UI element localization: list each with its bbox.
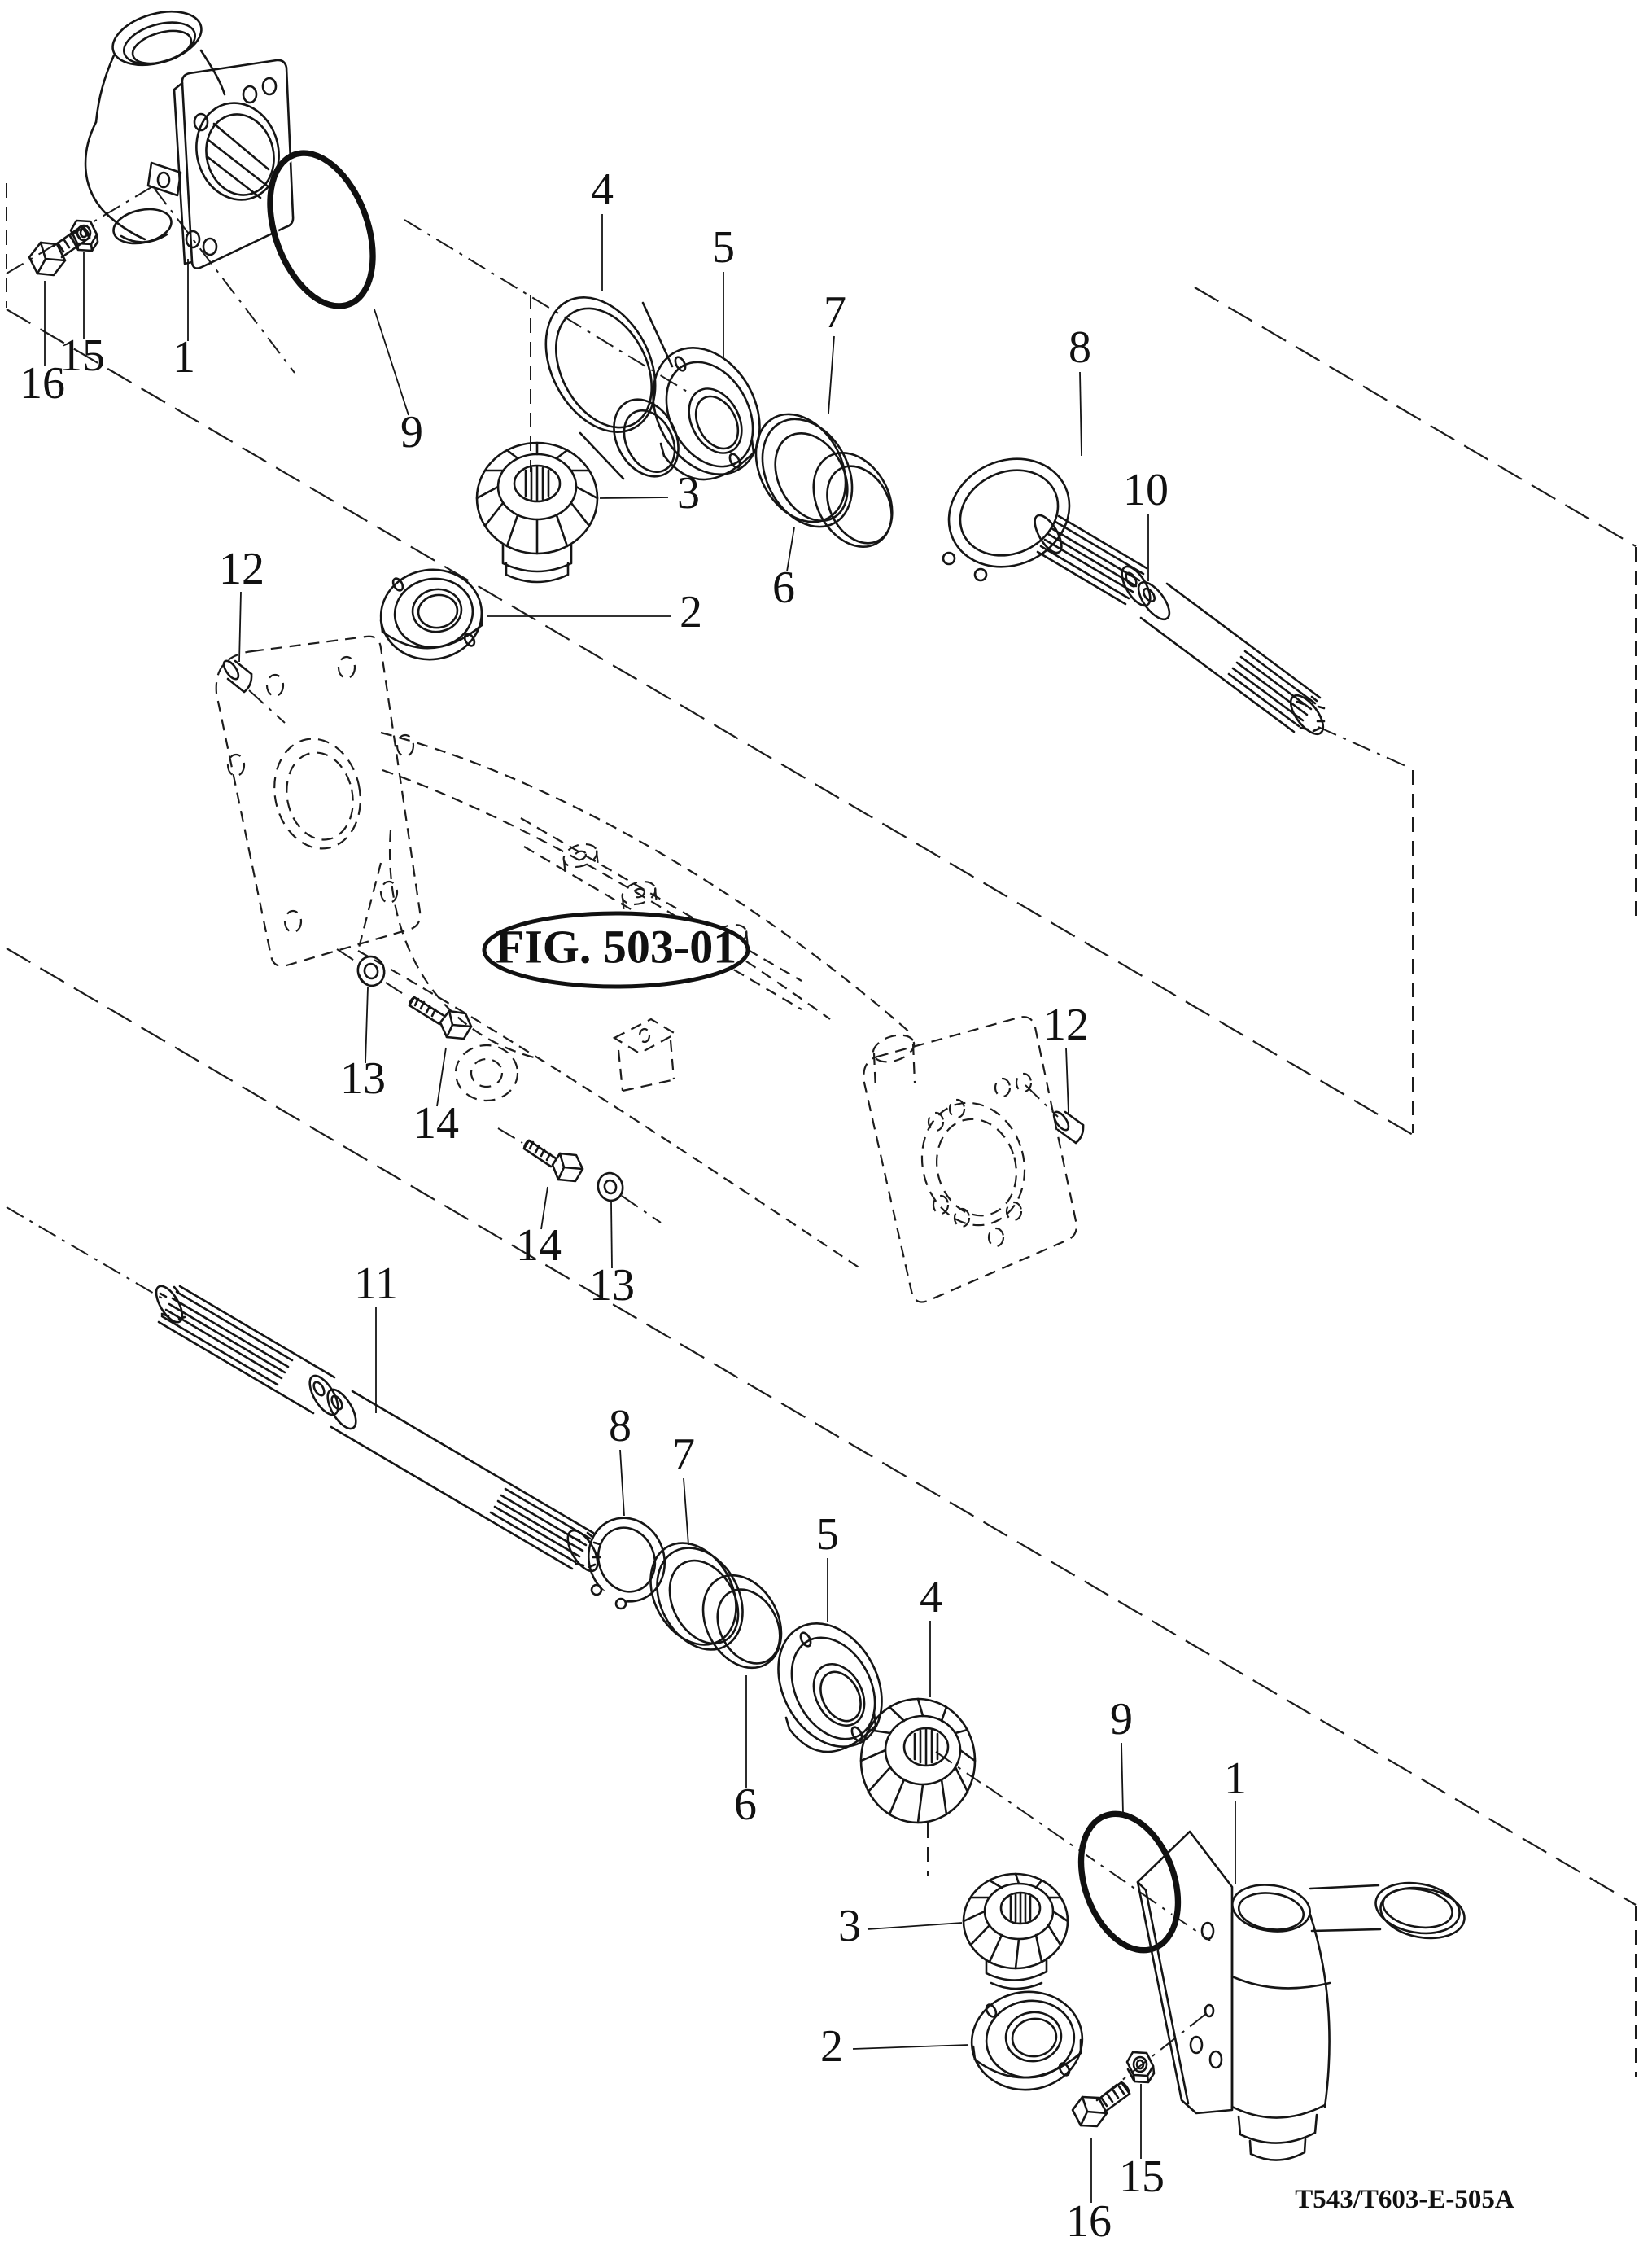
callout-9-upper: 9 (400, 407, 423, 457)
snap-ring-8-upper (929, 457, 1071, 604)
callout-15-lower: 15 (1119, 2152, 1165, 2202)
callout-16-lower: 16 (1066, 2196, 1112, 2247)
callout-6-upper: 6 (772, 562, 795, 613)
washer-13-upper (356, 955, 386, 987)
callout-13-upper: 13 (340, 1053, 386, 1104)
axle-housing-ghost (215, 635, 1077, 1303)
snap-ring-8-lower (585, 1517, 666, 1621)
callout-9-lower: 9 (1110, 1694, 1133, 1744)
callout-6-lower: 6 (734, 1779, 757, 1830)
ball-bearing-2-upper (379, 568, 483, 661)
callout-5-lower: 5 (816, 1509, 839, 1560)
callout-1-lower: 1 (1224, 1753, 1247, 1804)
fig-reference-label[interactable]: FIG. 503-01 (496, 920, 736, 973)
callout-10: 10 (1123, 465, 1169, 515)
callout-12-right: 12 (1043, 1000, 1089, 1050)
bolt-14-lower (522, 1139, 584, 1183)
callout-8-lower: 8 (609, 1401, 632, 1451)
callout-2-upper: 2 (680, 587, 702, 637)
callout-4-upper: 4 (591, 164, 614, 215)
callout-14-upper: 14 (413, 1098, 459, 1149)
callout-16-upper: 16 (20, 358, 65, 409)
callout-7-lower: 7 (672, 1429, 695, 1480)
callout-14-lower: 14 (516, 1220, 562, 1271)
bevel-gear-3-lower (962, 1872, 1069, 1990)
inner-ring-6-lower (701, 1574, 783, 1670)
callout-8-upper: 8 (1069, 322, 1091, 373)
callout-11: 11 (354, 1259, 398, 1309)
ball-bearing-5-lower (777, 1622, 883, 1753)
callout-15-upper: 15 (59, 330, 105, 381)
front-wheel-shaft-10 (1034, 514, 1326, 735)
o-ring-9-lower (1077, 1810, 1182, 1954)
inner-ring-6-upper (812, 452, 894, 548)
callout-leaders (44, 214, 1236, 2203)
nut-15-upper (69, 219, 99, 252)
gear-collar-4-upper (544, 296, 680, 480)
bevel-gear-4-lower (859, 1697, 977, 1824)
ball-bearing-5-upper (652, 347, 761, 481)
callout-5-upper: 5 (712, 222, 735, 273)
washer-13-lower (597, 1171, 624, 1202)
callout-4-lower: 4 (920, 1572, 942, 1622)
o-ring-9-upper (267, 150, 376, 309)
callout-numbers: 16 15 1 9 4 5 7 6 8 3 2 10 12 13 14 12 1… (20, 164, 1247, 2247)
callout-3-upper: 3 (677, 468, 700, 519)
front-wheel-shaft-11 (155, 1285, 601, 1573)
callout-3-lower: 3 (838, 1901, 861, 1951)
final-case-housing-lower (1136, 1830, 1466, 2161)
drawing-code: T543/T603-E-505A (1295, 2185, 1514, 2214)
pin-12-right (1052, 1110, 1085, 1145)
callout-2-lower: 2 (820, 2021, 843, 2072)
final-case-housing-upper (84, 10, 295, 269)
bolt-14-upper (408, 996, 473, 1040)
callout-7-upper: 7 (824, 287, 846, 338)
callout-12-left: 12 (219, 544, 264, 594)
callout-1-upper: 1 (173, 332, 195, 383)
pin-12-left (222, 659, 253, 694)
bolt-16-lower (1071, 2081, 1131, 2128)
ball-bearing-2-lower (970, 1990, 1084, 2091)
fig-reference[interactable]: FIG. 503-01 (482, 911, 750, 989)
callout-13-lower: 13 (589, 1260, 635, 1311)
nut-15-lower (1125, 2051, 1156, 2084)
bevel-gear-3-upper (475, 441, 599, 584)
